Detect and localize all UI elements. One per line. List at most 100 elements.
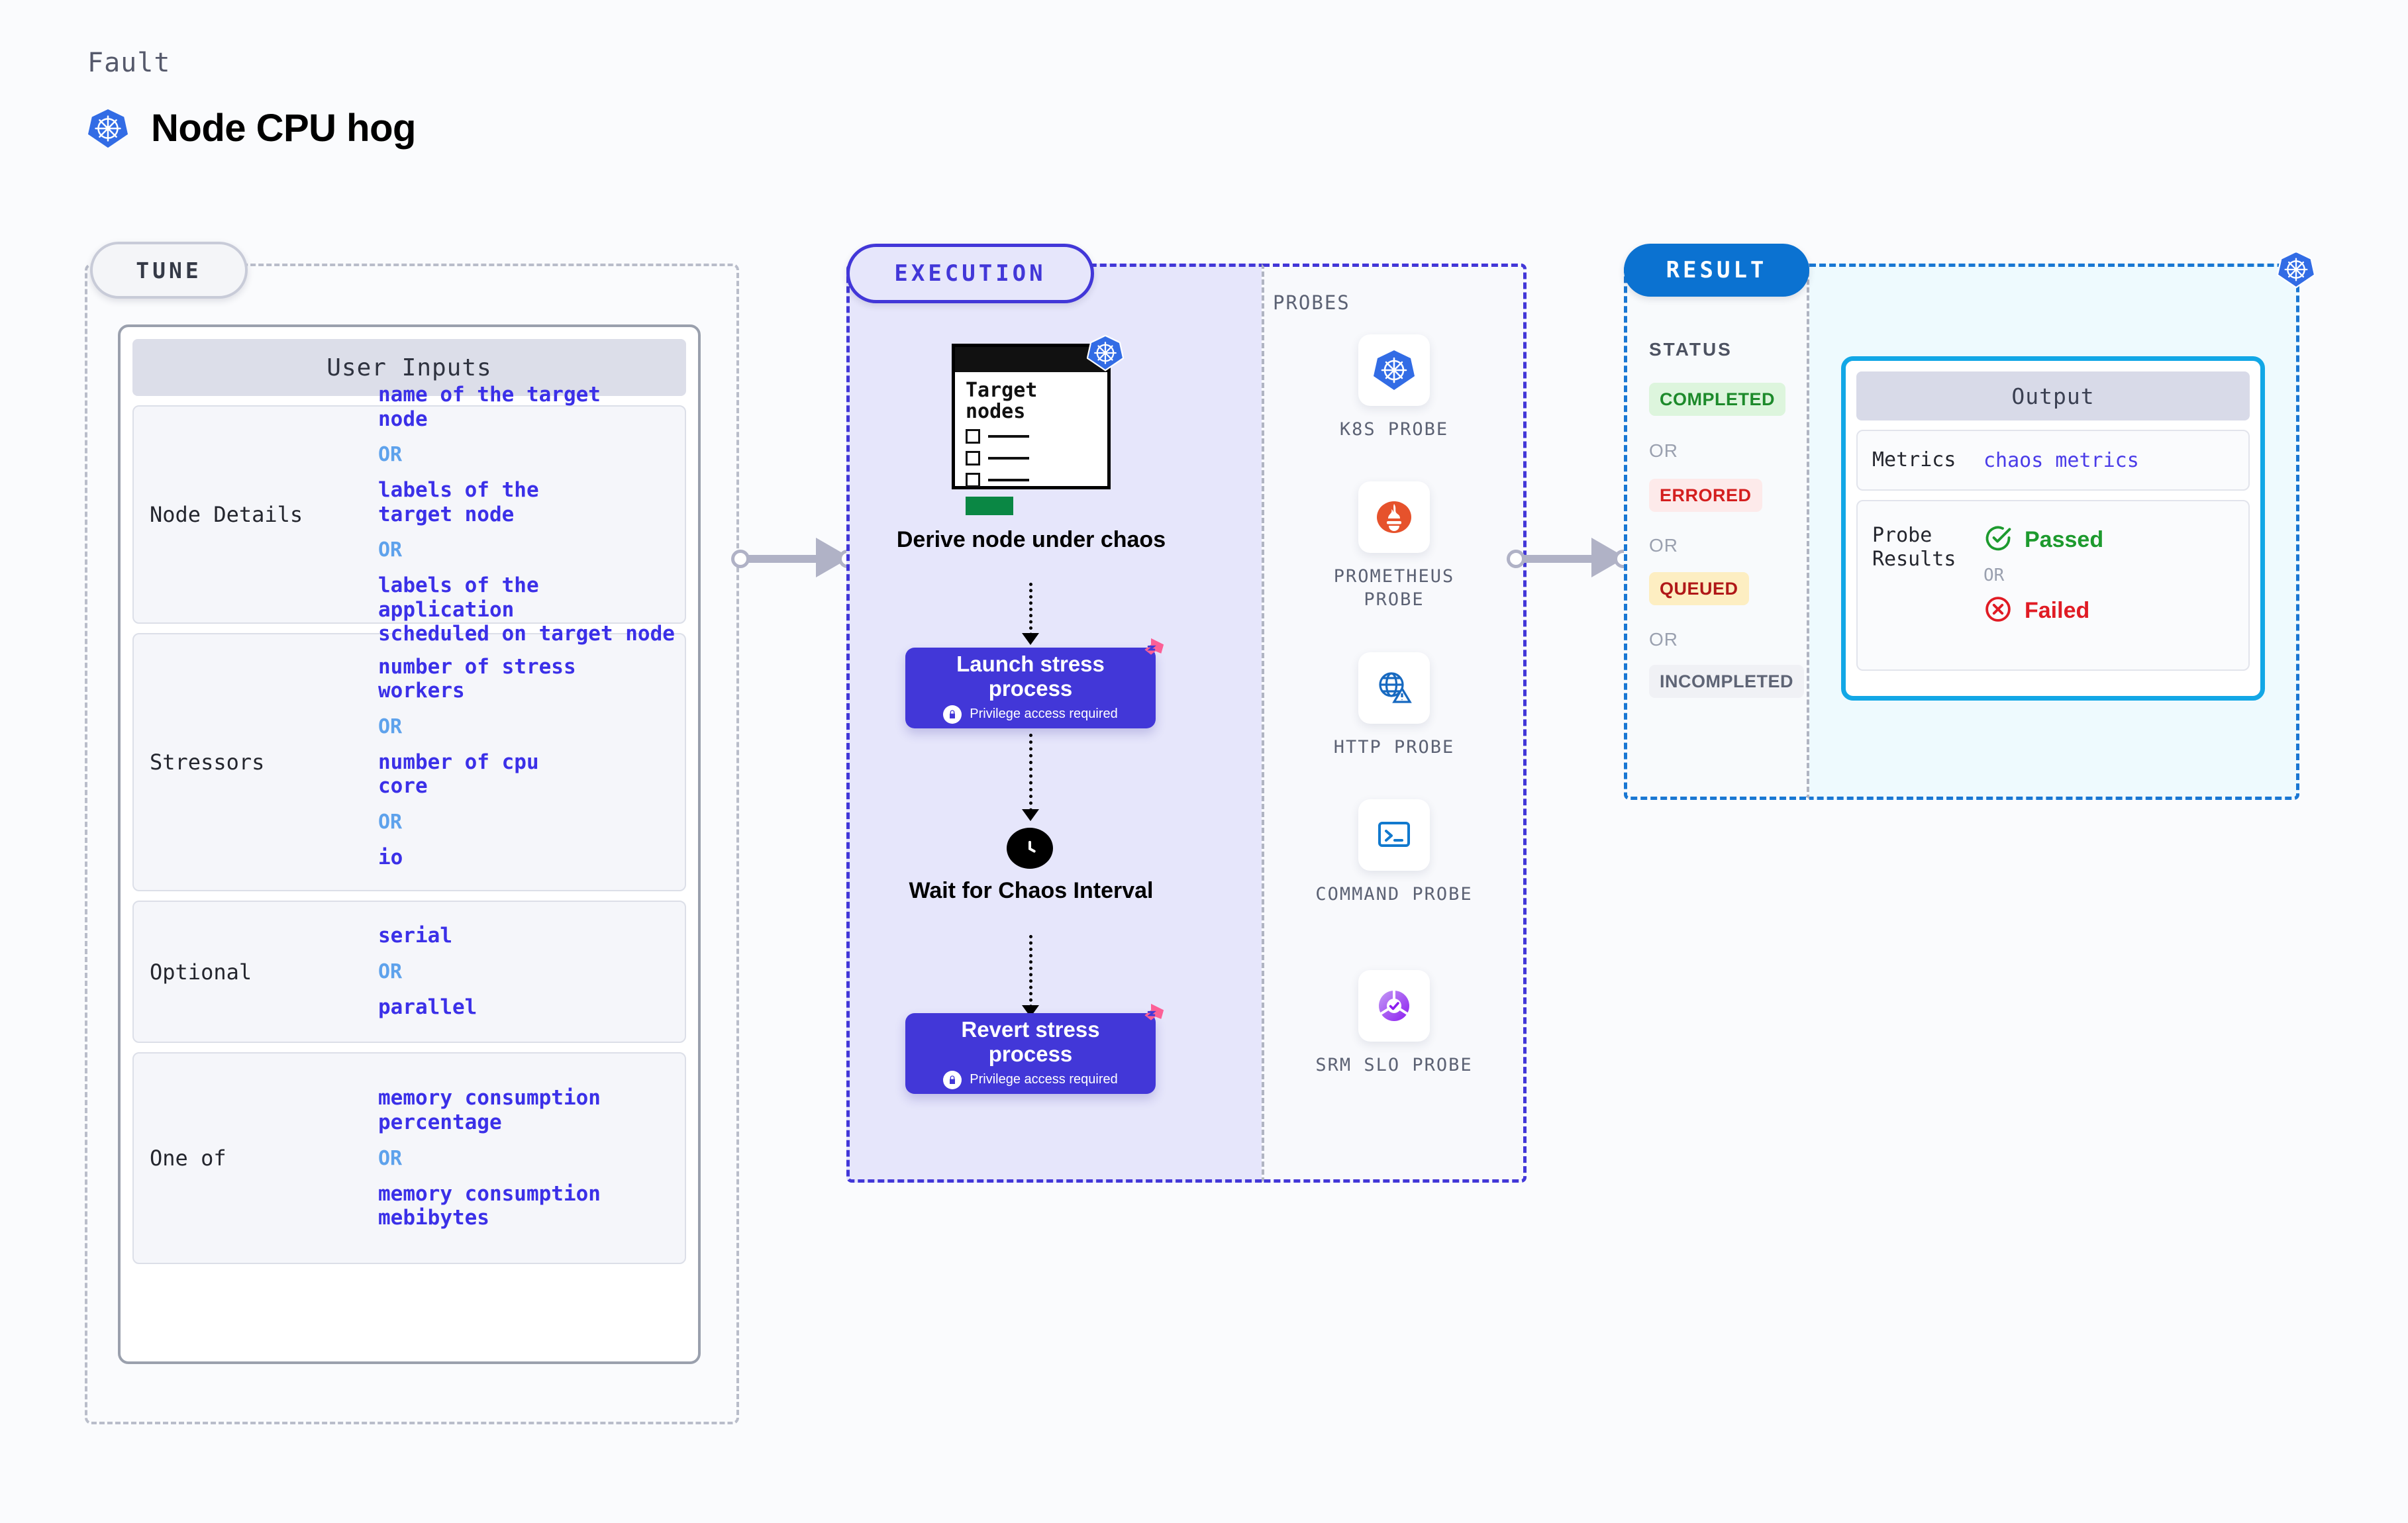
user-inputs-title: User Inputs: [132, 339, 686, 396]
input-row-value: labels of the application scheduled on t…: [378, 573, 675, 646]
probe-result-pass-label: Passed: [2025, 527, 2104, 552]
flow-arrow: [1022, 583, 1039, 645]
arrowhead-icon: [1022, 633, 1039, 645]
probe-label: COMMAND PROBE: [1315, 884, 1473, 905]
or-separator: OR: [1649, 440, 1678, 461]
or-separator: OR: [378, 810, 403, 834]
input-row-value: serial: [378, 924, 452, 948]
or-separator: OR: [378, 538, 403, 562]
kubernetes-icon: [2276, 250, 2316, 292]
connector-line: [1516, 555, 1606, 563]
dotted-line: [1029, 583, 1032, 642]
prometheus-icon: [1358, 481, 1430, 553]
check-circle-icon: [1983, 524, 2013, 556]
input-row-label: Optional: [150, 959, 252, 985]
user-input-row: Stressors number of stress workers OR nu…: [132, 633, 686, 891]
probe-result-fail-label: Failed: [2025, 598, 2090, 623]
kubernetes-icon: [87, 108, 128, 149]
derive-node-step-label: Derive node under chaos: [896, 527, 1166, 552]
probe-item[interactable]: HTTP PROBE: [1313, 652, 1476, 759]
lock-icon: [943, 705, 962, 724]
connector-start-dot: [1507, 550, 1525, 568]
litmus-chaos-icon: [1136, 1001, 1166, 1035]
connector-start-dot: [731, 550, 750, 568]
lock-icon: [943, 1070, 962, 1089]
revert-stress-process-step[interactable]: Revert stress process Privilege access r…: [905, 1003, 1164, 1094]
clock-icon: [1007, 828, 1053, 869]
target-nodes-card: Target nodes: [952, 344, 1111, 515]
globe-warning-icon: [1358, 652, 1430, 724]
step-title: Launch stress process: [956, 652, 1105, 701]
output-row-probe-results: Probe Results Passed OR Failed: [1856, 500, 2250, 671]
flow-arrow: [1022, 734, 1039, 821]
or-separator: OR: [378, 960, 403, 983]
step-title: Revert stress process: [961, 1017, 1100, 1066]
wait-chaos-interval-label: Wait for Chaos Interval: [909, 878, 1154, 903]
privilege-note: Privilege access required: [943, 1070, 1118, 1089]
checkbox-icon: [966, 429, 980, 444]
dotted-line: [1029, 734, 1032, 818]
user-input-row: One of memory consumption percentage OR …: [132, 1052, 686, 1264]
tune-section-badge[interactable]: TUNE: [90, 242, 248, 299]
privilege-note: Privilege access required: [943, 705, 1118, 724]
or-separator: OR: [378, 1146, 403, 1170]
placeholder-line: [988, 457, 1029, 460]
launch-stress-process-step[interactable]: Launch stress process Privilege access r…: [905, 638, 1164, 728]
connector-line: [740, 555, 830, 563]
status-title: STATUS: [1649, 339, 1732, 360]
checklist-item: [966, 473, 1107, 487]
input-row-value: memory consumption percentage: [378, 1086, 601, 1134]
execution-section-badge[interactable]: EXECUTION: [846, 244, 1094, 303]
x-circle-icon: [1983, 595, 2013, 627]
checkbox-icon: [966, 473, 980, 487]
probe-item[interactable]: K8S PROBE: [1313, 334, 1476, 441]
or-separator: OR: [1649, 629, 1678, 650]
probe-result-fail: Failed: [1983, 595, 2103, 627]
checklist-item: [966, 451, 1107, 466]
litmus-chaos-icon: [1136, 636, 1166, 669]
dotted-line: [1029, 935, 1032, 1014]
output-row-label: Probe Results: [1872, 524, 1956, 571]
flow-arrow: [1022, 935, 1039, 1017]
user-input-row: Optional serial OR parallel: [132, 901, 686, 1043]
input-row-value: name of the target node: [378, 382, 601, 431]
input-row-label: Stressors: [150, 750, 265, 775]
output-row-label: Metrics: [1872, 448, 1956, 471]
checklist-item: [966, 429, 1107, 444]
status-badge[interactable]: QUEUED: [1649, 572, 1749, 605]
probe-label: PROMETHEUS PROBE: [1333, 566, 1455, 611]
input-row-value: memory consumption mebibytes: [378, 1181, 601, 1230]
probe-item[interactable]: SRM SLO PROBE: [1313, 970, 1476, 1077]
input-row-value: number of stress workers: [378, 654, 576, 703]
progress-bar: [966, 497, 1013, 515]
fault-title-row: Node CPU hog: [87, 106, 416, 150]
or-separator: OR: [378, 443, 403, 467]
status-badge[interactable]: COMPLETED: [1649, 383, 1786, 416]
card-titlebar: [955, 347, 1107, 372]
arrowhead-icon: [1022, 809, 1039, 821]
probe-item[interactable]: COMMAND PROBE: [1313, 799, 1476, 906]
output-title: Output: [1856, 371, 2250, 420]
status-badge[interactable]: INCOMPLETED: [1649, 665, 1805, 698]
or-separator: OR: [378, 714, 403, 738]
privilege-note-text: Privilege access required: [970, 1072, 1118, 1087]
input-row-label: Node Details: [150, 502, 303, 527]
probe-result-pass: Passed: [1983, 524, 2103, 556]
terminal-icon: [1358, 799, 1430, 871]
user-inputs-card: User Inputs Node Details name of the tar…: [118, 324, 701, 1364]
page-title: Node CPU hog: [151, 107, 416, 150]
user-input-row: Node Details name of the target node OR …: [132, 383, 686, 646]
or-separator: OR: [1983, 565, 2005, 585]
kubernetes-icon: [1358, 334, 1430, 406]
checkbox-icon: [966, 451, 980, 466]
result-panel: [1624, 264, 1809, 800]
placeholder-line: [988, 435, 1029, 438]
output-row-metrics: Metrics chaos metrics: [1856, 430, 2250, 491]
connector-execution-to-result: [1507, 538, 1632, 577]
input-row-value: labels of the target node: [378, 478, 539, 526]
fault-kicker-label: Fault: [87, 48, 171, 78]
result-section-badge[interactable]: RESULT: [1624, 244, 1809, 297]
status-badge[interactable]: ERRORED: [1649, 479, 1762, 512]
input-row-label: One of: [150, 1146, 226, 1171]
probe-item[interactable]: PROMETHEUS PROBE: [1313, 481, 1476, 611]
